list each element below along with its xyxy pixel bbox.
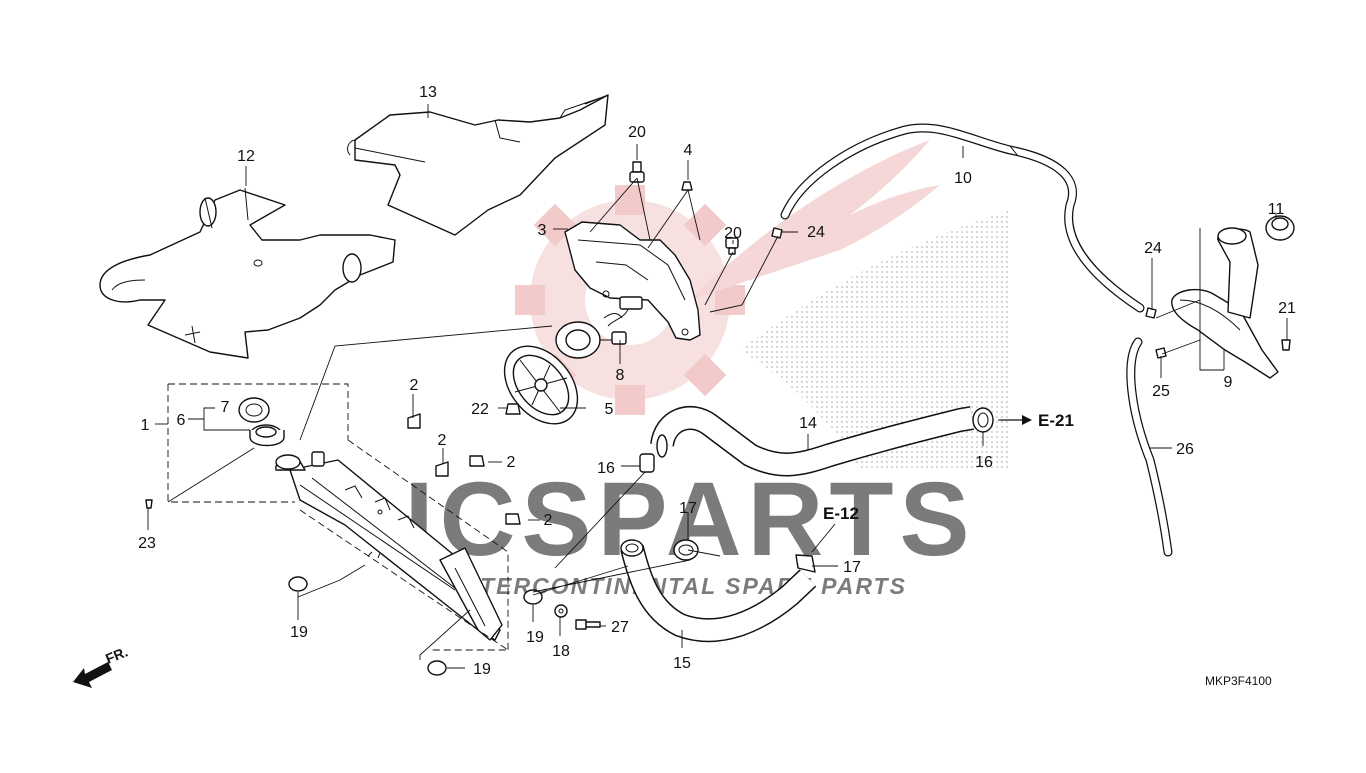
part-5-fan: [503, 345, 579, 425]
leader-lines: [147, 104, 1288, 669]
callout-14[interactable]: 14: [799, 415, 817, 432]
callout-16[interactable]: 16: [597, 460, 615, 477]
reference-e21[interactable]: E-21: [1038, 411, 1074, 430]
callout-24[interactable]: 24: [1144, 240, 1162, 257]
callout-24[interactable]: 24: [807, 224, 825, 241]
callout-1[interactable]: 1: [141, 417, 150, 434]
callout-2[interactable]: 2: [410, 377, 419, 394]
part-26-drain-tube: [1126, 337, 1173, 557]
callout-16[interactable]: 16: [975, 454, 993, 471]
callout-11[interactable]: 11: [1268, 201, 1285, 218]
callout-3[interactable]: 3: [538, 222, 547, 239]
callout-19[interactable]: 19: [290, 624, 308, 641]
callout-17[interactable]: 17: [843, 559, 861, 576]
callout-19[interactable]: 19: [526, 629, 544, 646]
watermark-tagline: INTERCONTINENTAL SPARE PARTS: [453, 573, 907, 599]
callout-25[interactable]: 25: [1152, 383, 1170, 400]
callout-15[interactable]: 15: [673, 655, 691, 672]
part-9-reserve-tank: [1171, 227, 1279, 379]
callout-18[interactable]: 18: [552, 643, 570, 660]
fasteners: [145, 161, 1291, 676]
callout-4[interactable]: 4: [684, 142, 693, 159]
callout-19[interactable]: 19: [473, 661, 491, 678]
callout-8[interactable]: 8: [616, 367, 625, 384]
wing-icon: [690, 140, 1010, 470]
part-6-7-cap: [238, 397, 285, 447]
front-label: FR.: [103, 643, 130, 666]
callout-12[interactable]: 12: [237, 148, 255, 165]
part-15-hose: [620, 539, 817, 643]
e-references: E-21 E-12: [823, 411, 1074, 523]
callout-22[interactable]: 22: [471, 401, 489, 418]
callout-2[interactable]: 2: [544, 512, 553, 529]
part-1-radiator: [275, 451, 503, 641]
callout-9[interactable]: 9: [1224, 374, 1233, 391]
part-13-upper-shroud: [347, 94, 609, 236]
callout-21[interactable]: 21: [1278, 300, 1296, 317]
part-8-fan-motor: [555, 313, 627, 359]
callout-7[interactable]: 7: [221, 399, 230, 416]
part-12-shroud-plate: [99, 187, 396, 359]
hose-clamps: [639, 407, 994, 573]
callout-2[interactable]: 2: [507, 454, 516, 471]
callout-20[interactable]: 20: [724, 225, 742, 242]
part-14-hose: [650, 406, 974, 477]
callout-23[interactable]: 23: [138, 535, 156, 552]
part-10-overflow-tube: [780, 123, 1145, 313]
callout-10[interactable]: 10: [954, 170, 972, 187]
callout-6[interactable]: 6: [177, 412, 186, 429]
diagram-code: MKP3F4100: [1205, 674, 1272, 688]
part-11-tank-cap: [1265, 215, 1295, 241]
callout-13[interactable]: 13: [419, 84, 437, 101]
callout-17[interactable]: 17: [679, 500, 697, 517]
callout-20[interactable]: 20: [628, 124, 646, 141]
callout-26[interactable]: 26: [1176, 441, 1194, 458]
callout-2[interactable]: 2: [438, 432, 447, 449]
reference-e12[interactable]: E-12: [823, 504, 859, 523]
part-3-fan-bracket: [564, 221, 701, 341]
watermark-logo: ICSPARTS INTERCONTINENTAL SPARE PARTS: [404, 140, 1010, 599]
front-arrow-indicator: FR.: [73, 643, 130, 688]
callouts: 1 2 2 2 2 3 4 5 6 7 8 9 10 11 12 13 14 1…: [138, 84, 1296, 678]
callout-5[interactable]: 5: [605, 401, 614, 418]
callout-27[interactable]: 27: [611, 619, 629, 636]
